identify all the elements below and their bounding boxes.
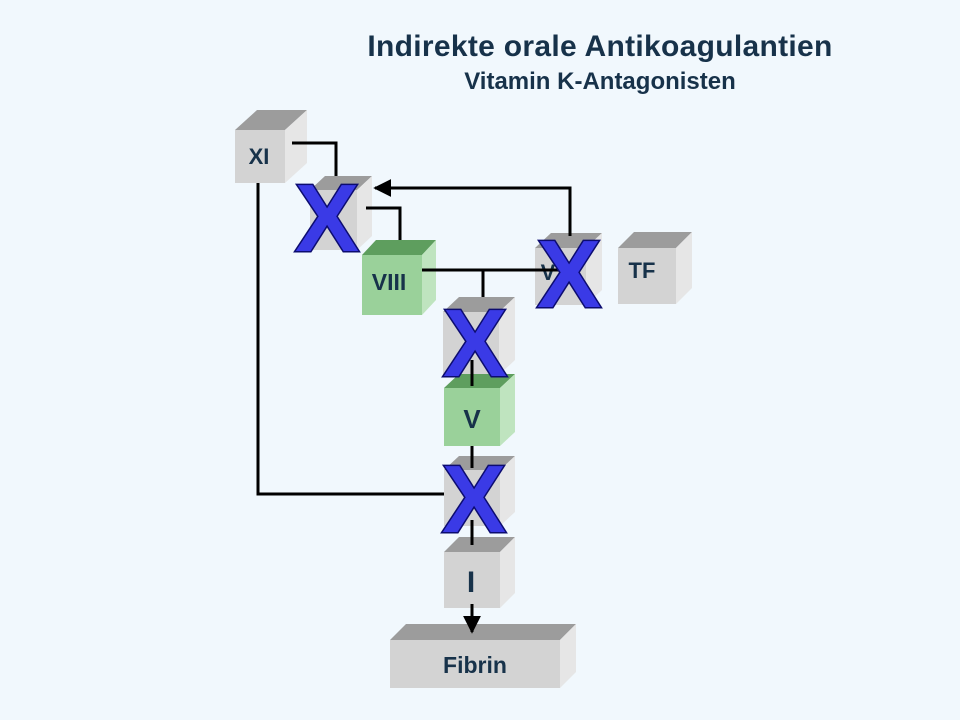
cube-front-face [235, 130, 285, 183]
cube-front-face [444, 470, 500, 526]
x-marker-ix: X [295, 165, 359, 272]
cube-side-face [499, 297, 515, 375]
factor-xi-label: XI [249, 144, 270, 169]
cube-front-face [362, 255, 422, 315]
diagram-title: Indirekte orale Antikoagulantien [367, 30, 833, 63]
xi-to-ix-connector [292, 141, 338, 176]
cube-side-face [500, 537, 515, 608]
fibrin-block: Fibrin [390, 624, 576, 688]
x-marker-vii: X [537, 221, 601, 328]
cube-side-face [676, 232, 692, 304]
factor-viii-cube: VIII [362, 240, 436, 315]
factor-tf-label: TF [629, 258, 656, 283]
block-front-face [390, 640, 560, 688]
factor-v-cube: V [444, 374, 515, 446]
cube-top-face [535, 233, 602, 248]
ix-to-viii-connector [366, 206, 402, 240]
cube-top-face [444, 374, 515, 388]
cube-front-face [444, 388, 500, 446]
cube-front-face [310, 190, 357, 250]
fibrin-label: Fibrin [443, 652, 507, 678]
cube-top-face [235, 110, 307, 130]
cube-top-face [362, 240, 436, 255]
cube-top-face [310, 176, 372, 190]
factor-i-label: I [467, 566, 475, 599]
cube-side-face [500, 456, 515, 526]
cube-side-face [586, 233, 602, 305]
factor-viii-label: VIII [372, 269, 407, 295]
factor-i-cube: I [444, 537, 515, 608]
factor-vii-label: V [541, 260, 556, 285]
x-marker-x: X [443, 290, 507, 397]
cube-top-face [444, 537, 515, 552]
cube-side-face [285, 110, 307, 183]
cube-front-face [618, 248, 676, 304]
factor-ii-top-cube [444, 456, 515, 526]
vii-to-ix-arrow [373, 179, 572, 236]
cube-side-face [422, 240, 436, 315]
title-block: Indirekte orale Antikoagulantien Vitamin… [300, 30, 900, 96]
cube-front-face [535, 248, 586, 305]
inhibition-markers: X X X X [293, 164, 602, 555]
cube-side-face [500, 374, 515, 446]
factor-tf-cube: TF [618, 232, 692, 304]
cube-top-face [444, 456, 515, 470]
factor-v-label: V [463, 404, 481, 434]
cube-top-face [618, 232, 692, 248]
cube-side-face [357, 176, 372, 250]
factor-x-cube [443, 297, 515, 375]
factor-vii-cube: V [535, 233, 602, 305]
x-marker-ii: X [442, 446, 506, 553]
block-side-face [560, 624, 576, 688]
factor-ix-cube [310, 176, 372, 250]
connector-lines [256, 141, 580, 634]
xi-to-ii-connector [256, 183, 444, 496]
cube-front-face [444, 552, 500, 608]
cube-top-face [443, 297, 515, 312]
factor-xi-cube: XI [235, 110, 307, 183]
diagram-subtitle: Vitamin K-Antagonisten [464, 68, 736, 95]
block-top-face [390, 624, 576, 640]
